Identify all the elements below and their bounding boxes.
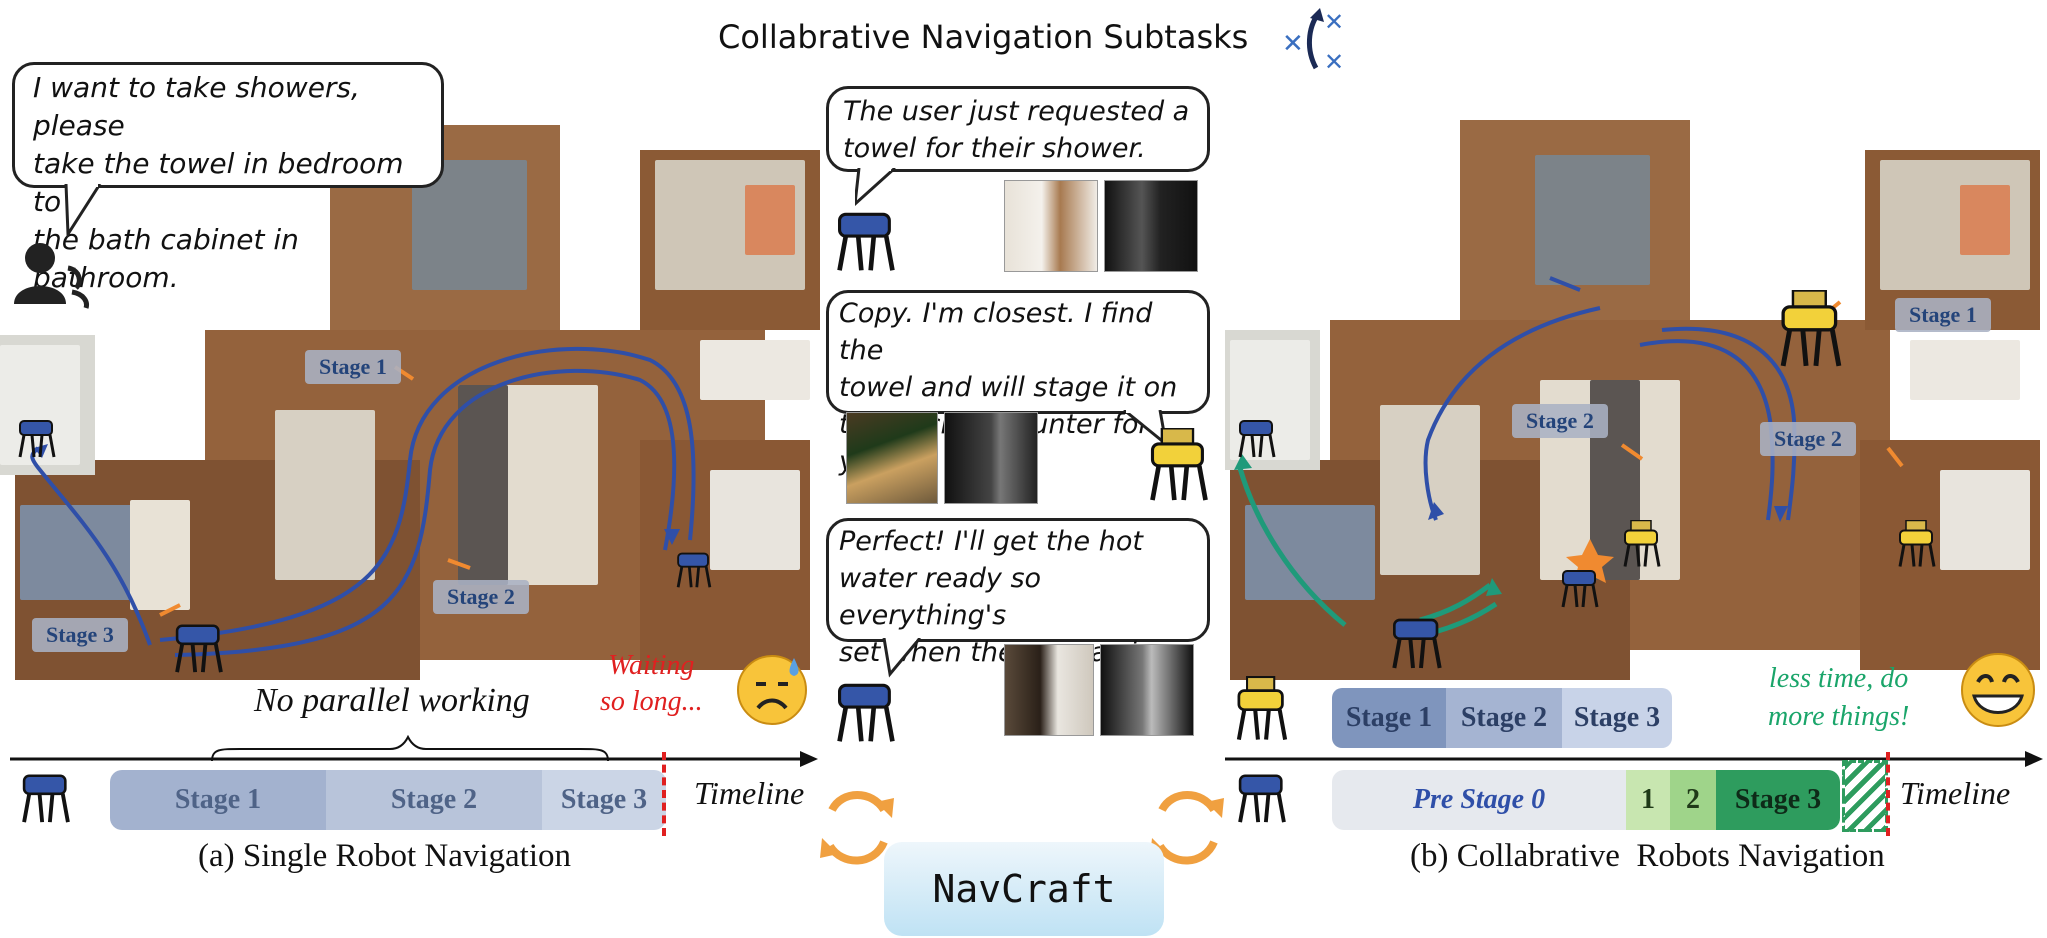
middle-bubble-2: Copy. I'm closest. I find the towel and … <box>826 290 1210 477</box>
user-bubble-line-3: the bath cabinet in bathroom. <box>33 223 299 294</box>
less-time-line-2: more things! <box>1768 701 1910 732</box>
middle-bubble-2-line-1: Copy. I'm closest. I find the <box>839 298 1153 366</box>
less-time-line-1: less time, do <box>1769 663 1909 694</box>
user-avatar-icon <box>14 243 89 309</box>
depth-observation-image <box>1100 644 1194 736</box>
depth-observation-image <box>1104 180 1198 272</box>
robot-dog-yellow-icon <box>1780 290 1842 367</box>
robot-dog-icon <box>676 552 712 588</box>
right-dashed-marker <box>1886 752 1890 836</box>
user-bubble-line-2: take the towel in bedroom to <box>33 147 404 218</box>
robot-dog-icon <box>1238 774 1286 823</box>
robot-dog-icon <box>175 624 223 673</box>
right-yellow-stage-1: Stage 1 <box>1332 688 1446 748</box>
left-timeline-axis <box>10 751 818 767</box>
rgb-observation-image <box>1004 644 1094 736</box>
robot-dog-icon <box>837 683 895 742</box>
robot-dog-yellow-icon <box>1236 676 1288 740</box>
right-robot-paths <box>1234 276 1904 641</box>
right-stage-3: Stage 3 <box>1716 770 1840 830</box>
header-title: Collabrative Navigation Subtasks <box>718 18 1249 56</box>
subtask-arrow-icon: ✕ ✕ ✕ <box>1282 8 1344 74</box>
waiting-line-2: so long... <box>600 686 703 717</box>
middle-bubble-2-line-2: towel and will stage it on <box>839 372 1178 403</box>
less-time-label: less time, do more things! <box>1768 660 1909 736</box>
middle-bubble-3-line-1: Perfect! I'll get the hot <box>839 526 1143 557</box>
navcraft-label: NavCraft <box>932 867 1116 911</box>
rgb-observation-image <box>846 412 938 504</box>
right-timeline-label: Timeline <box>1900 775 2011 811</box>
robot-dog-icon <box>1561 570 1599 608</box>
svg-text:✕: ✕ <box>1324 48 1344 74</box>
middle-bubble-3-tail <box>882 638 922 678</box>
right-caption: (b) Collabrative Robots Navigation <box>1410 838 1885 874</box>
svg-text:✕: ✕ <box>1282 29 1304 59</box>
waiting-line-1: Waiting <box>608 650 695 681</box>
robot-dog-yellow-icon <box>1623 520 1661 567</box>
robot-dog-yellow-icon <box>1150 428 1208 501</box>
robot-dog-icon <box>22 774 70 823</box>
right-stage-tag-2a: Stage 2 <box>1512 404 1608 438</box>
right-yellow-stage-2: Stage 2 <box>1446 688 1562 748</box>
right-timeline-axis <box>1225 751 2043 767</box>
left-stage-tag-3: Stage 3 <box>32 618 128 652</box>
sad-face-icon <box>737 655 807 725</box>
depth-observation-image <box>944 412 1038 504</box>
left-stage-tag-2: Stage 2 <box>433 580 529 614</box>
navcraft-box: NavCraft <box>884 842 1164 936</box>
right-saved-time-hatch <box>1842 760 1888 832</box>
user-speech-bubble: I want to take showers, please take the … <box>12 62 444 294</box>
right-yellow-stage-3: Stage 3 <box>1562 688 1672 748</box>
right-stage-2-short: 2 <box>1670 770 1716 830</box>
left-stage-tag-1: Stage 1 <box>305 350 401 384</box>
waiting-label: Waiting so long... <box>600 648 703 720</box>
right-stage-1-short: 1 <box>1626 770 1670 830</box>
middle-bubble-1-line-1: The user just requested a <box>843 96 1190 127</box>
right-pre-stage-0: Pre Stage 0 <box>1332 770 1626 830</box>
user-bubble-line-1: I want to take showers, please <box>33 71 360 142</box>
left-timeline-stage-3: Stage 3 <box>542 770 666 830</box>
middle-bubble-1: The user just requested a towel for thei… <box>826 86 1210 172</box>
rgb-observation-image <box>1004 180 1098 272</box>
robot-dog-icon <box>837 212 895 271</box>
robot-dog-yellow-icon <box>1898 520 1936 567</box>
robot-dog-icon <box>1392 618 1442 669</box>
no-parallel-label: No parallel working <box>254 682 530 719</box>
happy-face-icon <box>1961 653 2035 727</box>
timeline-brace <box>211 735 609 762</box>
right-stage-tag-2b: Stage 2 <box>1760 422 1856 456</box>
user-bubble-tail <box>64 184 102 239</box>
svg-text:✕: ✕ <box>1324 8 1344 36</box>
middle-bubble-3: Perfect! I'll get the hot water ready so… <box>826 518 1210 668</box>
middle-bubble-1-tail <box>855 168 897 207</box>
left-caption: (a) Single Robot Navigation <box>198 838 572 874</box>
left-timeline-label: Timeline <box>694 775 805 811</box>
robot-dog-icon <box>18 420 56 458</box>
left-dashed-marker <box>662 752 666 836</box>
cycle-arrows-left-icon <box>820 791 894 865</box>
left-robot-paths <box>30 346 696 657</box>
robot-dog-icon <box>1238 420 1276 458</box>
left-timeline-stage-1: Stage 1 <box>110 770 326 830</box>
right-stage-tag-1: Stage 1 <box>1895 298 1991 332</box>
middle-bubble-3-line-2: water ready so everything's <box>839 563 1042 631</box>
middle-bubble-1-line-2: towel for their shower. <box>843 133 1146 164</box>
left-timeline-stage-2: Stage 2 <box>326 770 542 830</box>
